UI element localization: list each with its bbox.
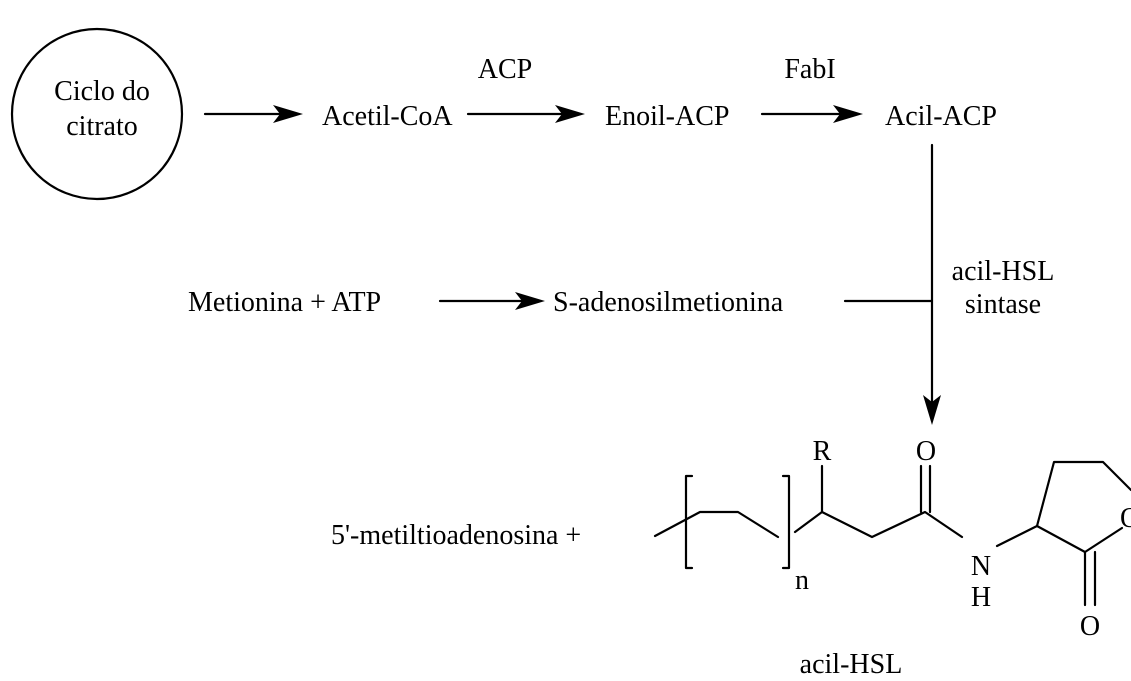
- enoyl-acp-label: Enoil-ACP: [605, 101, 729, 132]
- citrate-cycle-circle: [10, 27, 184, 201]
- arrow-acyl-acp-to-acyl-hsl: [923, 143, 941, 425]
- n-to-ring-bond: [995, 524, 1039, 548]
- ring-oxygen-label: O: [1120, 503, 1131, 534]
- product-name-label: acil-HSL: [800, 649, 903, 680]
- sam-label: S-adenosilmetionina: [553, 287, 784, 318]
- r-group-label: R: [813, 436, 832, 467]
- mta-plus-label: 5'-metiltioadenosina +: [331, 520, 581, 551]
- lactone-ring: [1035, 460, 1131, 607]
- acetyl-coa-label: Acetil-CoA: [322, 101, 453, 132]
- carbonyl-oxygen-label: O: [916, 436, 936, 467]
- arrow-enoyl-acp-to-acyl-acp: [760, 105, 863, 123]
- arrow-methionine-to-sam: [438, 292, 545, 310]
- carbonyl-double-bond: [919, 464, 932, 514]
- repeat-subscript-n: n: [795, 565, 809, 596]
- repeat-bracket-left: [684, 474, 694, 570]
- methionine-atp-label: Metionina + ATP: [188, 287, 381, 318]
- fabi-label: FabI: [784, 54, 835, 85]
- acyl-acp-label: Acil-ACP: [885, 101, 997, 132]
- acp-label: ACP: [478, 54, 532, 85]
- citrate-cycle-label-line2: citrato: [66, 111, 138, 142]
- enzyme-label-line1: acil-HSL: [952, 256, 1055, 287]
- arrow-acetyl-coa-to-enoyl-acp: [466, 105, 585, 123]
- arrow-cycle-to-acetyl-coa: [203, 105, 303, 123]
- hydrogen-label: H: [971, 582, 991, 613]
- citrate-cycle-label-line1: Ciclo do: [54, 76, 150, 107]
- lactone-carbonyl-oxygen-label: O: [1080, 611, 1100, 642]
- acyl-chain: [653, 464, 964, 539]
- enzyme-label-line2: sintase: [965, 289, 1041, 320]
- nitrogen-label: N: [971, 551, 991, 582]
- repeat-bracket-right: [781, 474, 791, 570]
